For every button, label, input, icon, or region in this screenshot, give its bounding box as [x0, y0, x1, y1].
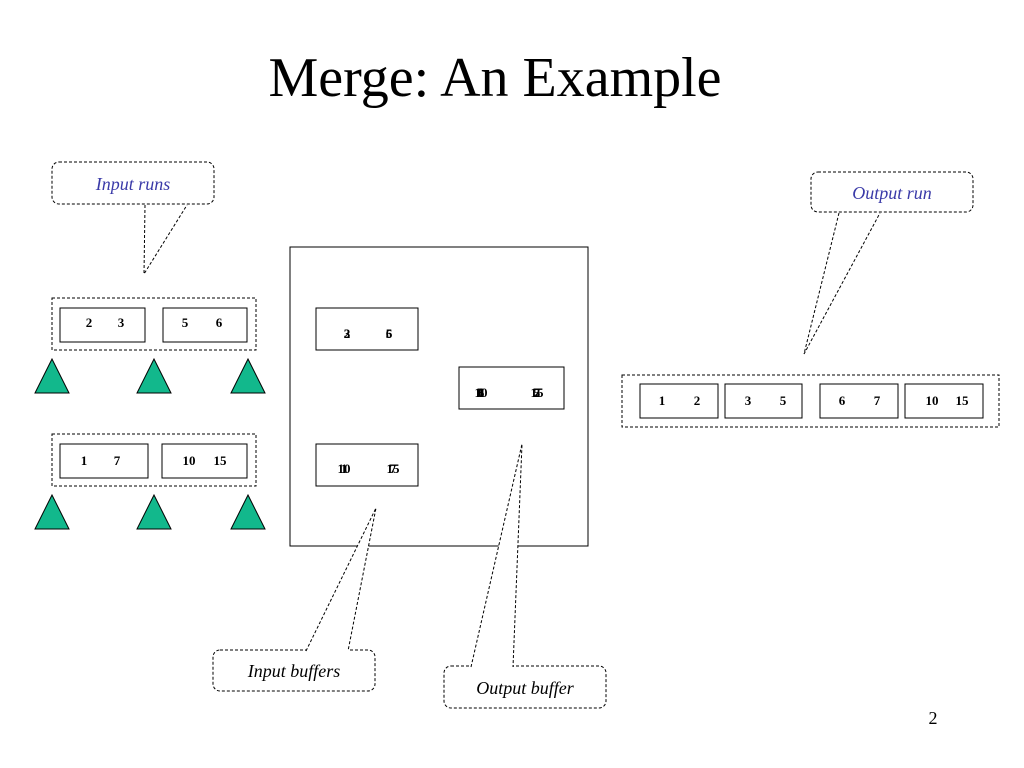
output-buffer-val-d: 3 [478, 385, 485, 400]
output-page2-val1: 3 [745, 393, 752, 408]
input-buffer-2-val-c: 15 [387, 461, 401, 476]
output-page3-val2: 7 [874, 393, 881, 408]
input-buffer-2-val-b: 1 [341, 461, 348, 476]
output-buffer-val-c: 1 [478, 385, 485, 400]
run1-page2-val2: 6 [216, 315, 223, 330]
run2-page1-val1: 1 [81, 453, 88, 468]
slide-title: Merge: An Example [268, 47, 722, 109]
input-run-1: 2 3 5 6 [51, 297, 257, 351]
input-buffer-1-val-d: 5 [386, 326, 393, 341]
output-buffer-val-b: 6 [478, 385, 485, 400]
output-buffer-val-e: 15 [531, 385, 545, 400]
output-buffer-label: Output buffer [476, 678, 574, 698]
input-buffer-2-val-a: 10 [338, 461, 351, 476]
output-page1-val2: 2 [694, 393, 701, 408]
run1-page1-val1: 2 [86, 315, 93, 330]
input-run-2: 1 7 10 15 [51, 433, 257, 487]
output-run: 1 2 3 5 6 7 10 15 [621, 374, 1000, 428]
page-number: 2 [928, 708, 938, 728]
input-buffers-label: Input buffers [247, 661, 341, 681]
output-page3-val1: 6 [839, 393, 846, 408]
input-buffer-1-val-c: 6 [386, 326, 393, 341]
main-memory-box: 3 2 6 5 10 6 1 3 15 7 2 5 10 1 15 7 [289, 246, 589, 547]
output-page1-val1: 1 [659, 393, 666, 408]
input-runs-callout: Input runs [51, 161, 215, 276]
output-buffer-val-a: 10 [475, 385, 488, 400]
input-buffer-1-val-b: 2 [344, 326, 351, 341]
output-buffer-val-h: 5 [534, 385, 541, 400]
run2-page2-val2: 15 [214, 453, 228, 468]
output-buffer-callout: Output buffer [443, 443, 607, 709]
output-run-label: Output run [852, 183, 932, 203]
output-run-callout: Output run [803, 171, 974, 355]
run2-page2-val1: 10 [183, 453, 196, 468]
run1-page1-val2: 3 [118, 315, 125, 330]
input-buffer-1-val-a: 3 [344, 326, 351, 341]
run2-page1-val2: 7 [114, 453, 121, 468]
triangle-icon [136, 357, 172, 394]
triangle-icon [34, 357, 70, 394]
run1-page2-val1: 5 [182, 315, 189, 330]
triangle-icon [34, 493, 70, 530]
triangle-icon [136, 493, 172, 530]
triangle-icon [230, 357, 266, 394]
output-page2-val2: 5 [780, 393, 787, 408]
output-buffer-val-f: 7 [534, 385, 541, 400]
input-buffers-callout: Input buffers [212, 507, 377, 692]
output-buffer-val-g: 2 [534, 385, 541, 400]
input-runs-label: Input runs [95, 174, 171, 194]
triangle-icon [230, 493, 266, 530]
input-buffer-2-val-d: 7 [390, 461, 397, 476]
output-page4-val1: 10 [926, 393, 939, 408]
output-page4-val2: 15 [956, 393, 970, 408]
run2-pointers [34, 493, 266, 530]
run1-pointers [34, 357, 266, 394]
